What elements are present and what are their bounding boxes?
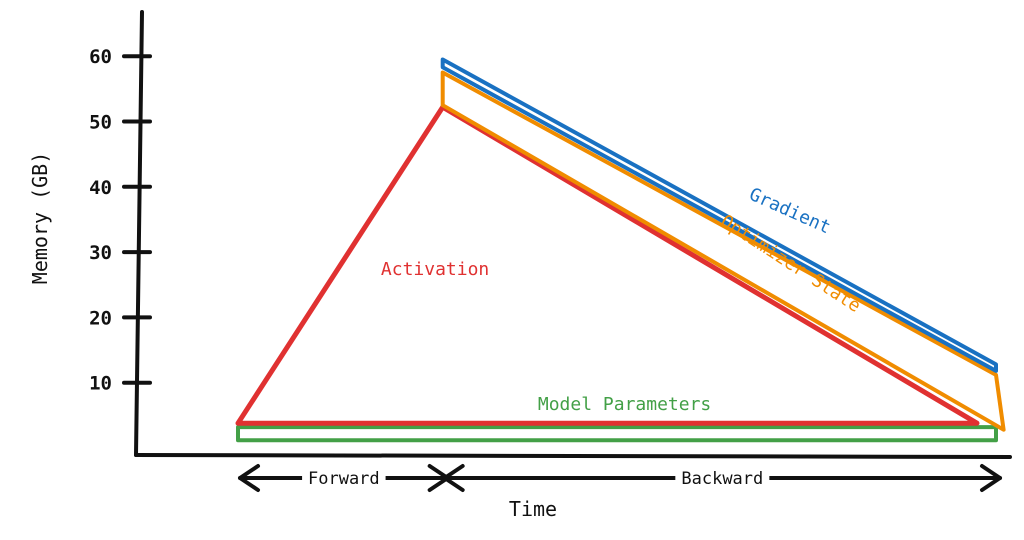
- forward-phase: Forward: [238, 464, 450, 492]
- activation-shape: [235, 104, 980, 426]
- forward-label: Forward: [308, 469, 380, 489]
- model-parameters-label: Model Parameters: [538, 394, 711, 415]
- activation-label: Activation: [381, 259, 489, 280]
- model-parameters-shape: [236, 425, 998, 443]
- x-axis-title: Time: [509, 497, 557, 521]
- x-axis-line: [134, 453, 1012, 459]
- backward-arrow-head-right: [980, 464, 1002, 492]
- series-shapes: [235, 57, 1006, 443]
- axes: [134, 10, 1012, 459]
- backward-label-bg: [675, 465, 770, 491]
- y-tick-label: 20: [89, 307, 112, 329]
- y-axis-line: [134, 10, 144, 457]
- y-axis-title: Memory (GB): [28, 152, 52, 284]
- optimizer-state-label: Optimizer State: [717, 211, 865, 317]
- y-tick-label: 50: [89, 112, 112, 134]
- phase-arrows: Forward Backward: [238, 464, 1002, 492]
- y-tick-label: 10: [89, 373, 112, 395]
- forward-arrow-head-left: [238, 464, 260, 492]
- y-tick-label: 40: [89, 177, 112, 199]
- y-ticks: 10 20 30 40 50 60: [89, 46, 152, 395]
- backward-label: Backward: [681, 469, 763, 489]
- gradient-shape: [440, 57, 998, 373]
- forward-label-bg: [302, 465, 386, 491]
- series-labels: Model Parameters Activation Optimizer Stat…: [381, 184, 865, 415]
- y-tick-label: 30: [89, 242, 112, 264]
- backward-phase: Backward: [442, 464, 1002, 492]
- y-tick-label: 60: [89, 46, 112, 68]
- optimizer-state-shape: [440, 70, 1006, 432]
- backward-arrow-head-left: [442, 464, 465, 492]
